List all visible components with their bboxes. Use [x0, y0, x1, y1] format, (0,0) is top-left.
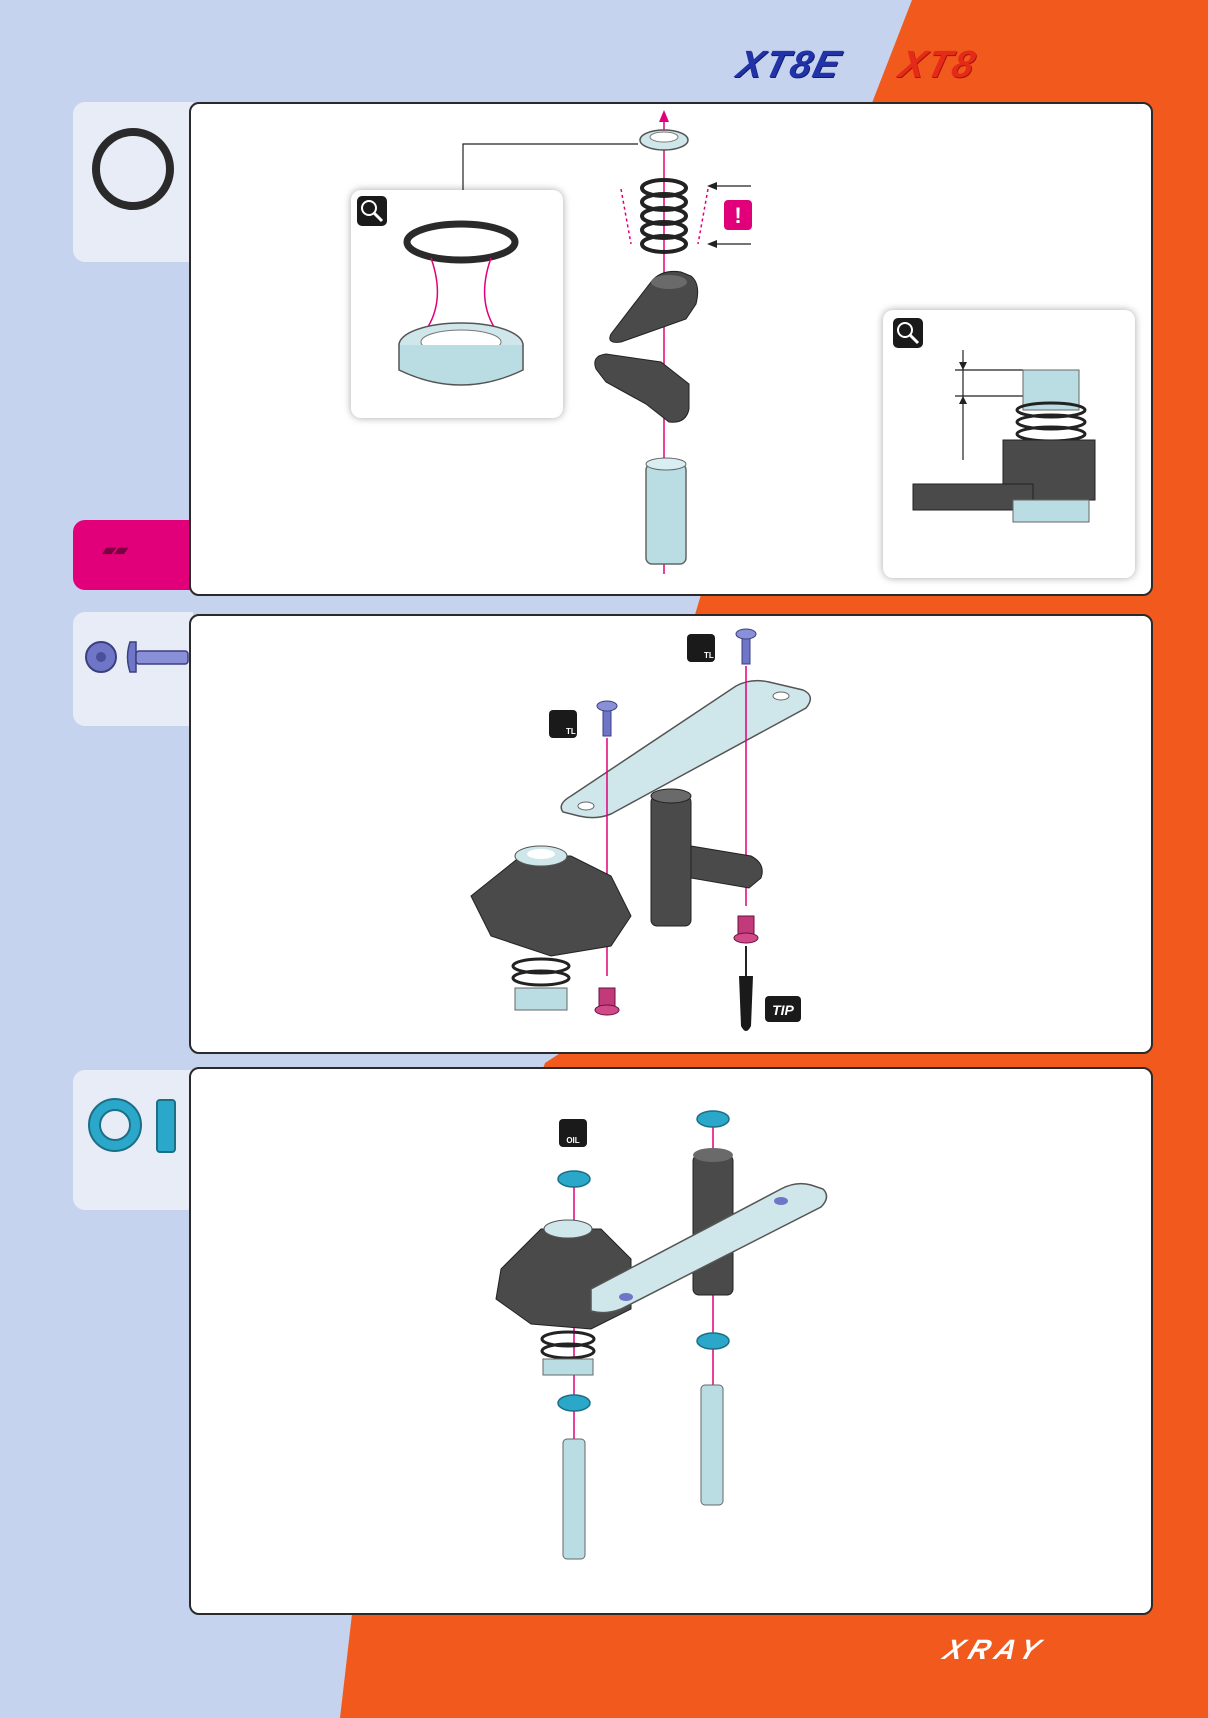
- step2-parts-tab: [73, 612, 193, 726]
- tool-icon: ▰▰: [101, 540, 129, 560]
- xt8-logo: XT8: [895, 44, 981, 87]
- xray-logo: XRAY: [939, 1634, 1050, 1666]
- svg-text:OIL: OIL: [566, 1136, 579, 1145]
- height-detail: [883, 310, 1135, 578]
- step3-diagram: OIL: [191, 1069, 1151, 1613]
- step1-parts-tab: [73, 102, 193, 262]
- step1-panel: !: [189, 102, 1153, 596]
- svg-text:!: !: [734, 203, 741, 228]
- step2-diagram: TL TL TIP: [191, 616, 1151, 1052]
- button-head-screw-icon: [73, 612, 193, 726]
- tip-label: TIP: [772, 1002, 794, 1018]
- ball-bearing-icon: [73, 1070, 193, 1210]
- zoom-height-card: [883, 310, 1135, 578]
- svg-text:TL: TL: [566, 727, 576, 736]
- svg-text:TL: TL: [704, 651, 714, 660]
- step3-parts-tab: [73, 1070, 193, 1210]
- step2-panel: TL TL TIP: [189, 614, 1153, 1054]
- o-ring-detail: [351, 190, 563, 418]
- magnify-icon: [893, 318, 923, 348]
- step3-panel: OIL: [189, 1067, 1153, 1615]
- zoom-o-ring-card: [351, 190, 563, 418]
- tool-tab: ▰▰: [73, 520, 193, 590]
- magnify-icon: [357, 196, 387, 226]
- o-ring-icon: [73, 102, 193, 262]
- xt8e-logo: XT8E: [733, 44, 847, 87]
